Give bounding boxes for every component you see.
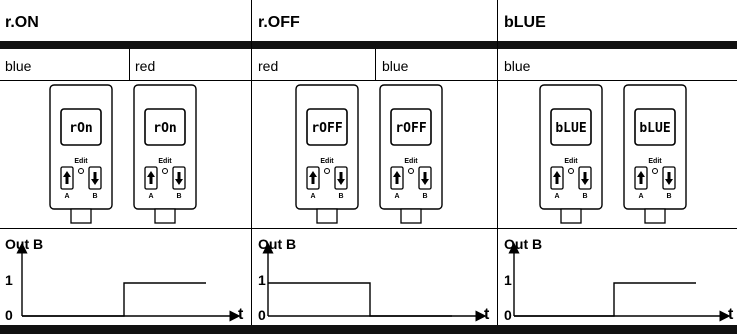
led-icon bbox=[78, 168, 84, 174]
led-icon bbox=[652, 168, 658, 174]
signal-trace bbox=[514, 282, 696, 317]
arrow-down-icon bbox=[337, 172, 345, 185]
y-tick-0: 0 bbox=[504, 307, 512, 323]
led-icon bbox=[324, 168, 330, 174]
color-divider-1 bbox=[129, 49, 130, 80]
time-axis-label: t bbox=[238, 306, 244, 323]
device-row-bottom-line bbox=[0, 228, 737, 229]
column-divider-1 bbox=[251, 0, 252, 325]
display-readout: rOn bbox=[69, 121, 92, 136]
edit-label: Edit bbox=[320, 158, 334, 165]
key-a-label: A bbox=[554, 193, 559, 200]
arrow-up-icon bbox=[393, 171, 401, 184]
display-readout: bLUE bbox=[555, 121, 586, 136]
key-a-label: A bbox=[638, 193, 643, 200]
signal-trace bbox=[268, 282, 452, 317]
arrow-up-icon bbox=[637, 171, 645, 184]
color-label: blue bbox=[382, 58, 409, 74]
arrow-down-icon bbox=[581, 172, 589, 185]
key-b-label: B bbox=[422, 193, 427, 200]
display-frame bbox=[306, 108, 348, 146]
time-axis-label: t bbox=[484, 306, 490, 323]
color-row-bottom-line bbox=[0, 80, 737, 81]
connector bbox=[560, 208, 582, 224]
color-label: red bbox=[258, 58, 279, 74]
connector bbox=[400, 208, 422, 224]
color-label: red bbox=[135, 58, 156, 74]
mode-title-ron: r.ON bbox=[5, 14, 39, 31]
led-icon bbox=[568, 168, 574, 174]
arrow-up-icon bbox=[147, 171, 155, 184]
signal-trace bbox=[22, 282, 206, 317]
edit-label: Edit bbox=[74, 158, 88, 165]
y-tick-1: 1 bbox=[5, 272, 13, 288]
connector bbox=[644, 208, 666, 224]
arrow-down-icon bbox=[175, 172, 183, 185]
time-axis-label: t bbox=[728, 306, 734, 323]
arrow-up-icon bbox=[309, 171, 317, 184]
edit-label: Edit bbox=[564, 158, 578, 165]
color-divider-2 bbox=[375, 49, 376, 80]
mode-title-roff: r.OFF bbox=[258, 14, 300, 31]
mode-title-blue: bLUE bbox=[504, 14, 546, 31]
key-a-label: A bbox=[148, 193, 153, 200]
y-tick-1: 1 bbox=[504, 272, 512, 288]
key-a-label: A bbox=[310, 193, 315, 200]
display-frame bbox=[60, 108, 102, 146]
display-readout: rOFF bbox=[395, 121, 426, 136]
key-b-label: B bbox=[338, 193, 343, 200]
arrow-down-icon bbox=[91, 172, 99, 185]
led-icon bbox=[408, 168, 414, 174]
key-a-label: A bbox=[394, 193, 399, 200]
color-label: blue bbox=[5, 58, 32, 74]
display-readout: rOn bbox=[153, 121, 176, 136]
column-divider-2 bbox=[497, 0, 498, 325]
edit-label: Edit bbox=[404, 158, 418, 165]
y-tick-0: 0 bbox=[5, 307, 13, 323]
connector bbox=[154, 208, 176, 224]
arrow-up-icon bbox=[553, 171, 561, 184]
display-readout: rOFF bbox=[311, 121, 342, 136]
edit-label: Edit bbox=[158, 158, 172, 165]
arrow-down-icon bbox=[665, 172, 673, 185]
color-label: blue bbox=[504, 58, 531, 74]
arrow-down-icon bbox=[421, 172, 429, 185]
key-a-label: A bbox=[64, 193, 69, 200]
y-tick-1: 1 bbox=[258, 272, 266, 288]
key-b-label: B bbox=[176, 193, 181, 200]
y-tick-0: 0 bbox=[258, 307, 266, 323]
arrow-up-icon bbox=[63, 171, 71, 184]
display-frame bbox=[144, 108, 186, 146]
display-readout: bLUE bbox=[639, 121, 670, 136]
display-frame bbox=[550, 108, 592, 146]
header-bar bbox=[0, 41, 737, 49]
key-b-label: B bbox=[92, 193, 97, 200]
led-icon bbox=[162, 168, 168, 174]
footer-bar bbox=[0, 325, 737, 334]
display-frame bbox=[390, 108, 432, 146]
key-b-label: B bbox=[666, 193, 671, 200]
display-frame bbox=[634, 108, 676, 146]
connector bbox=[70, 208, 92, 224]
connector bbox=[316, 208, 338, 224]
edit-label: Edit bbox=[648, 158, 662, 165]
key-b-label: B bbox=[582, 193, 587, 200]
